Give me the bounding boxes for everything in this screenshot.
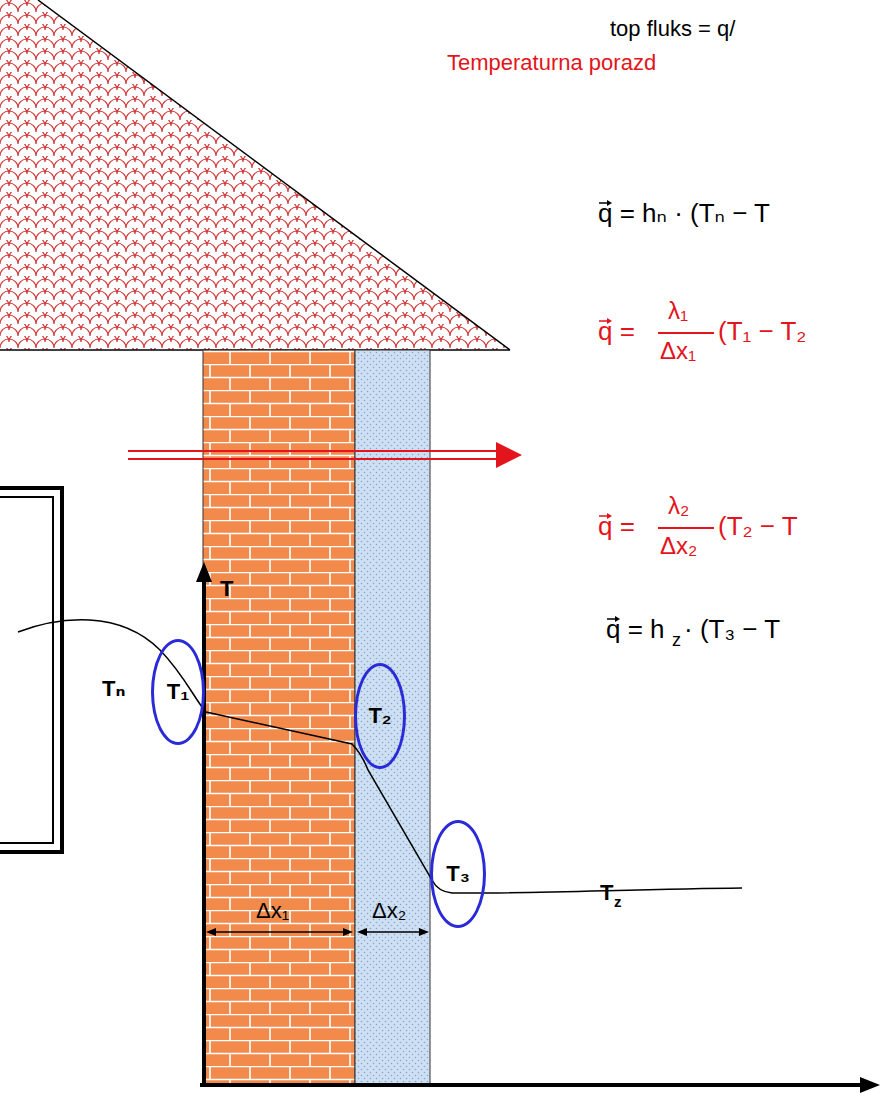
vector-arrows — [599, 200, 620, 622]
fraction-denominator: Δx₁ — [660, 337, 696, 366]
temperature-label: T₁ — [167, 679, 190, 705]
equation: · (T₃ − T — [684, 614, 780, 645]
heading-text: Temperaturna porazd — [447, 50, 656, 76]
equation: (T₁ − T₂ — [718, 316, 806, 347]
highlight-circle: T₃ — [430, 820, 486, 928]
heat-flux-arrow — [128, 442, 522, 468]
temperature-label: T₂ — [368, 703, 391, 729]
dimension-label: Δx₁ — [256, 898, 289, 924]
equation: (T₂ − T — [718, 511, 798, 542]
brick-layer — [203, 350, 355, 1085]
temperature-label: T₃ — [446, 861, 470, 887]
temperature-label: T — [600, 880, 613, 906]
equation: q = hₙ · (Tₙ − T — [598, 198, 770, 229]
fraction-denominator: Δx₂ — [660, 532, 697, 561]
subscript: z — [672, 630, 681, 652]
fraction-numerator: λ₂ — [668, 492, 689, 521]
axis-label: T — [220, 576, 233, 602]
dimension-arrows — [206, 928, 429, 936]
temperature-label: Tₙ — [102, 676, 125, 702]
insulation-layer — [355, 350, 430, 1085]
dimension-label: Δx₂ — [372, 898, 406, 924]
highlight-circle: T₂ — [354, 663, 406, 769]
fraction-numerator: λ₁ — [668, 297, 688, 326]
roof — [0, 0, 510, 350]
window — [0, 488, 62, 852]
equation: q = h — [606, 614, 665, 645]
equation: q = — [598, 511, 635, 542]
fraction-bars — [658, 333, 714, 528]
subscript: z — [614, 893, 622, 911]
equation: q = — [598, 316, 635, 347]
note-text: top fluks = q/ — [610, 16, 735, 42]
highlight-circle: T₁ — [151, 639, 205, 745]
temperature-curve — [18, 620, 742, 893]
axes — [196, 562, 880, 1093]
